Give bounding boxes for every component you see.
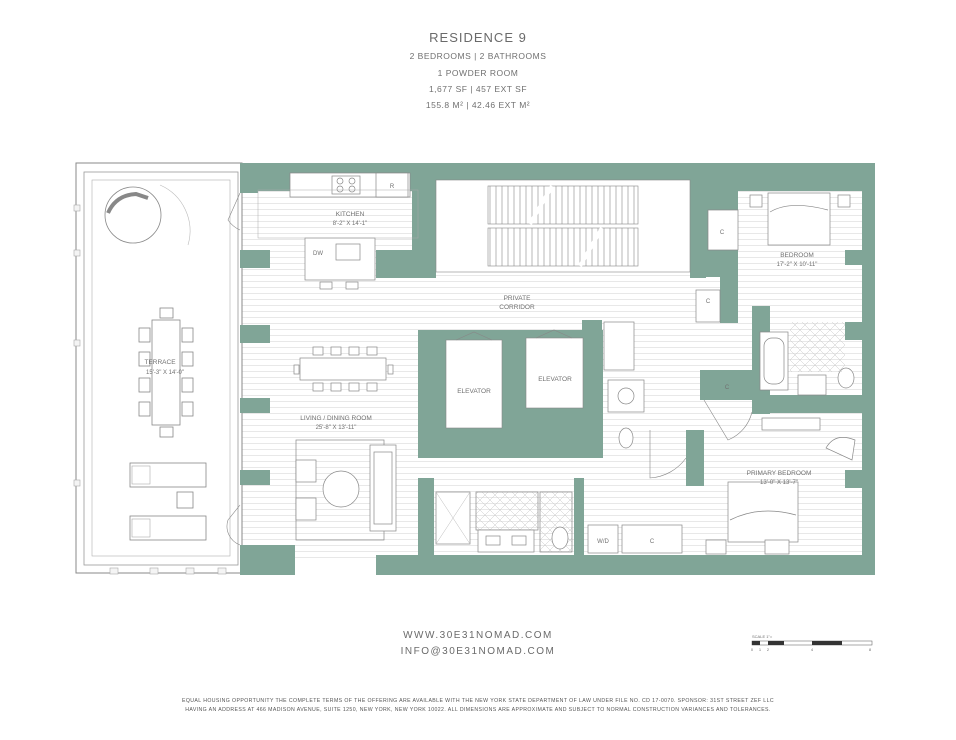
scale-label: SCALE 1"= [752,634,773,639]
bedroom-label: BEDROOM [780,252,814,259]
powder-room-count: 1 POWDER ROOM [437,68,519,78]
area-sqft: 1,677 SF | 457 EXT SF [428,84,528,94]
living-dims: 25'-8" X 13'-11" [316,425,357,431]
scale-tick-3: 4 [811,647,814,652]
residence-title: RESIDENCE 9 [429,30,527,45]
corridor-label-1: PRIVATE [504,295,532,302]
washer-dryer-label: W/D [597,539,609,545]
email-link[interactable]: INFO@30E31NOMAD.COM [400,646,556,657]
bath-fixtures [435,321,855,554]
scale-tick-1: 1 [759,647,762,652]
scale-tick-4: 8 [869,647,872,652]
elevator-cab-b [525,337,584,409]
bedroom-furniture [695,192,856,555]
website-link[interactable]: WWW.30E31NOMAD.COM [403,630,553,641]
elevator-cab-a [445,339,503,429]
living-furniture [293,346,397,541]
kitchen-dims: 8'-2" X 14'-1" [333,221,368,227]
kitchen-fixtures [257,172,419,290]
primary-bedroom-label: PRIMARY BEDROOM [747,470,812,477]
legal-line-2: HAVING AN ADDRESS AT 466 MADISON AVENUE,… [185,707,771,713]
closet-label-2: C [720,230,725,236]
scale-bar: SCALE 1"= 0 1 2 4 8 [751,634,873,652]
terrace-area [73,162,243,575]
elevator-a-label: ELEVATOR [457,388,491,395]
elevator-b-label: ELEVATOR [538,376,572,383]
closet-label-3: C [706,299,711,305]
living-label: LIVING / DINING ROOM [300,415,372,422]
refrigerator-label: R [390,184,395,190]
scale-tick-2: 2 [767,647,770,652]
legal-line-1: EQUAL HOUSING OPPORTUNITY THE COMPLETE T… [181,698,775,704]
staircase [435,179,691,273]
closet-label-4: C [725,385,730,391]
terrace-label: TERRACE [144,359,176,366]
bed-bath-count: 2 BEDROOMS | 2 BATHROOMS [409,51,547,61]
terrace-dims: 15'-3" X 14'-0" [146,370,184,376]
bedroom-dims: 17'-2" X 10'-11" [777,262,818,268]
scale-tick-0: 0 [751,647,754,652]
kitchen-label: KITCHEN [336,211,365,218]
dishwasher-label: DW [313,251,323,257]
area-sqm: 155.8 M² | 42.46 EXT M² [425,100,531,110]
corridor-label-2: CORRIDOR [499,304,535,311]
primary-bedroom-dims: 13'-0" X 13'-7" [760,480,798,486]
closet-label-1: C [650,539,655,545]
